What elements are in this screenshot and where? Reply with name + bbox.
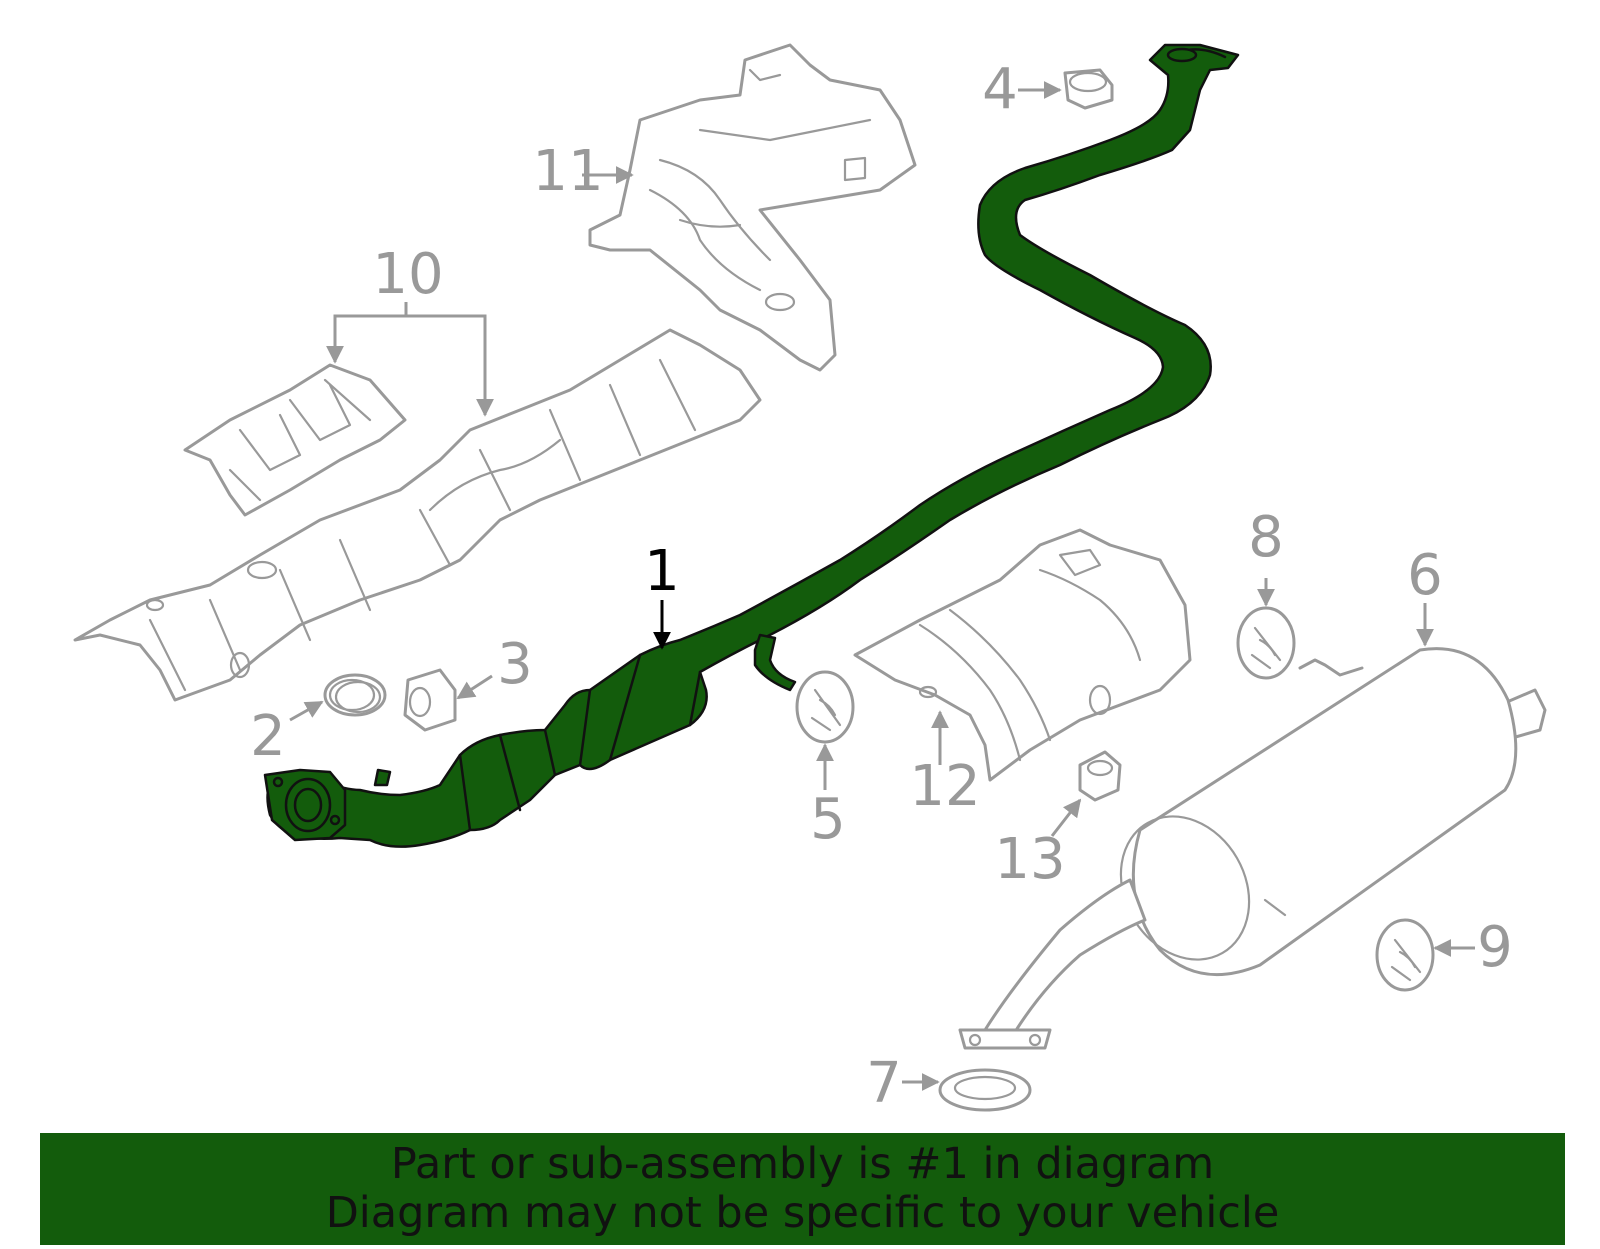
banner-background [40, 1133, 1565, 1245]
heat-shield-small [183, 363, 407, 517]
banner-line-1: Part or sub-assembly is #1 in diagram [390, 1139, 1215, 1189]
muffler [958, 647, 1547, 1050]
callout-10: 10 [372, 242, 443, 307]
banner-line-2: Diagram may not be specific to your vehi… [325, 1188, 1280, 1238]
callout-7: 7 [866, 1051, 902, 1116]
callout-4: 4 [982, 57, 1018, 122]
callout-3: 3 [497, 632, 533, 697]
hanger-rubber-9 [1375, 918, 1435, 992]
heat-shield-long [73, 328, 762, 702]
bushing-3 [403, 668, 457, 732]
front-exhaust-pipe-highlighted[interactable] [263, 43, 1240, 848]
hanger-rubber-8 [1236, 606, 1296, 680]
callout-12: 12 [909, 754, 980, 819]
gasket-7 [938, 1068, 1032, 1112]
callout-6: 6 [1407, 543, 1443, 608]
callout-11: 11 [532, 139, 603, 204]
callout-13: 13 [994, 827, 1065, 892]
heat-shield-rear [853, 528, 1192, 782]
hanger-rubber-5 [795, 670, 855, 744]
info-banner: Part or sub-assembly is #1 in diagram Di… [40, 1133, 1565, 1245]
callout-arrows [289, 81, 1475, 1091]
callout-8: 8 [1248, 505, 1284, 570]
callout-9: 9 [1477, 915, 1513, 980]
nut-13 [1078, 750, 1122, 802]
gasket-ring [323, 673, 387, 717]
nut-4 [1063, 68, 1114, 110]
heat-shield-upper [588, 43, 917, 372]
callout-5: 5 [810, 787, 846, 852]
callout-1: 1 [644, 539, 680, 604]
callout-2: 2 [250, 704, 286, 769]
